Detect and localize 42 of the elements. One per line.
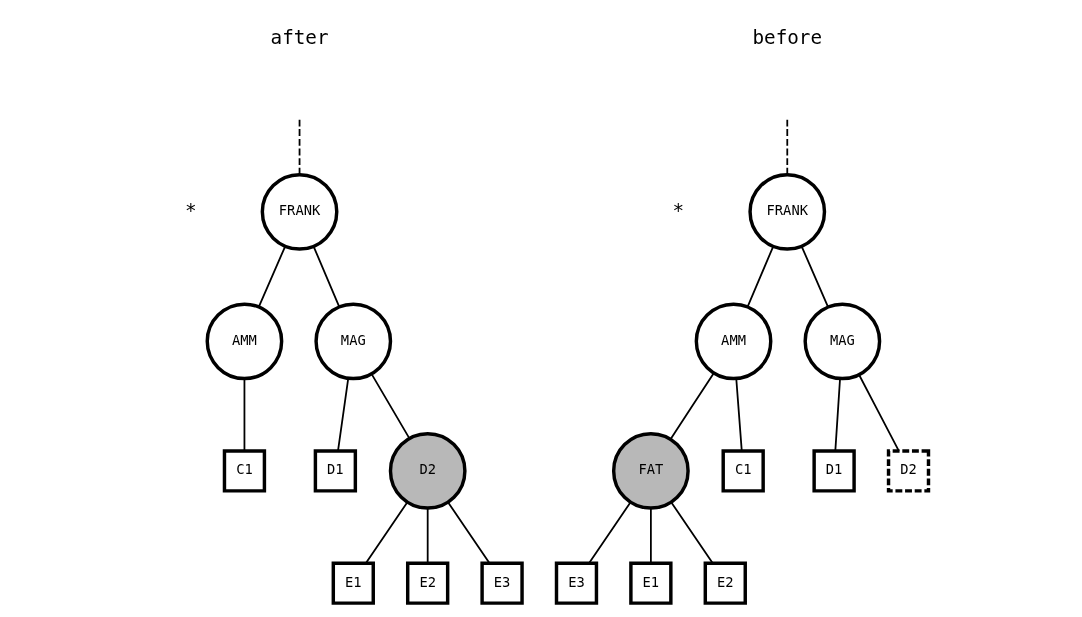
node-circle: FAT: [611, 431, 690, 510]
connector: [365, 501, 409, 564]
connector: [669, 372, 715, 440]
connector: [257, 245, 286, 308]
node-box: E3: [554, 561, 599, 605]
label: before: [752, 25, 823, 49]
label: after: [270, 25, 329, 49]
node-box: E2: [405, 561, 450, 605]
node-circle: MAG: [314, 302, 393, 381]
connector: [786, 118, 789, 176]
node-circle: D2: [388, 431, 467, 510]
node-box: E1: [331, 561, 375, 605]
connector: [735, 377, 743, 452]
connector: [588, 501, 632, 564]
node-box: D1: [313, 449, 358, 493]
node-box: C1: [222, 449, 267, 493]
node-box: D1: [812, 449, 856, 493]
connector: [858, 373, 900, 452]
connector: [834, 377, 841, 452]
node-circle: MAG: [803, 302, 882, 381]
node-box: D2: [886, 449, 931, 493]
node-circle: AMM: [694, 302, 773, 381]
connector: [312, 245, 341, 308]
node-circle: FRANK: [748, 172, 827, 251]
node-box: E3: [480, 561, 524, 605]
node-box: E2: [703, 561, 747, 605]
connector: [447, 501, 490, 564]
node-box: E1: [629, 561, 673, 605]
label: *: [672, 198, 685, 222]
connector: [370, 373, 411, 439]
connector: [426, 507, 429, 564]
connector: [670, 501, 714, 564]
connector: [800, 245, 829, 308]
label: *: [184, 198, 197, 222]
node-box: C1: [721, 449, 765, 493]
node-circle: FRANK: [260, 172, 339, 251]
connector: [243, 377, 246, 452]
node-circle: AMM: [205, 302, 284, 381]
connector: [298, 118, 301, 176]
connector: [649, 507, 652, 564]
connector: [746, 245, 775, 308]
connector: [337, 377, 350, 452]
